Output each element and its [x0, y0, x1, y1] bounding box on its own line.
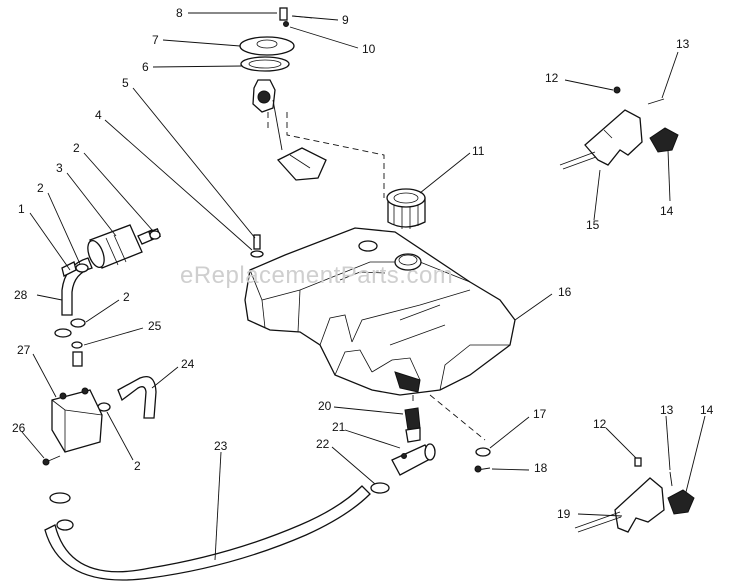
callout-16: 16: [558, 285, 572, 299]
callout-18: 18: [534, 461, 548, 475]
callout-2a: 2: [73, 141, 80, 155]
callout-17: 17: [533, 407, 547, 421]
callout-7: 7: [152, 33, 159, 47]
callout-21: 21: [332, 420, 346, 434]
callout-19: 19: [557, 507, 571, 521]
callout-2d: 2: [134, 459, 141, 473]
fitting: [71, 341, 83, 367]
callout-12a: 12: [545, 71, 559, 85]
callout-5: 5: [122, 76, 129, 90]
callout-26: 26: [12, 421, 26, 435]
callout-20: 20: [318, 399, 332, 413]
choke-control-upper: [559, 86, 679, 170]
screw-26: [42, 455, 61, 466]
callout-15: 15: [586, 218, 600, 232]
callout-1: 1: [18, 202, 25, 216]
callout-8: 8: [176, 6, 183, 20]
callout-14a: 14: [660, 204, 674, 218]
callout-25: 25: [148, 319, 162, 333]
callout-3: 3: [56, 161, 63, 175]
fuel-gauge-assembly: [239, 7, 327, 181]
choke-control-lower: [574, 457, 695, 533]
callout-23: 23: [214, 439, 228, 453]
hose-elbow: [117, 375, 157, 419]
callout-14b: 14: [700, 403, 714, 417]
callout-28: 28: [14, 288, 28, 302]
callout-2c: 2: [123, 290, 130, 304]
fuel-tank: [244, 227, 516, 396]
hose-clamps: [54, 230, 161, 412]
leader-lines: [21, 12, 706, 561]
fuel-line-long: [44, 485, 371, 581]
filler-cap: [386, 188, 426, 229]
callout-12b: 12: [593, 417, 607, 431]
callout-9: 9: [342, 13, 349, 27]
callout-2b: 2: [37, 181, 44, 195]
fuel-filter: [87, 224, 161, 269]
assembly-lines: [267, 112, 486, 441]
callout-22: 22: [316, 437, 330, 451]
fuel-pump: [51, 387, 103, 453]
tank-hardware: [250, 234, 491, 473]
callout-24: 24: [181, 357, 195, 371]
callout-11: 11: [472, 144, 485, 158]
callout-labels: 8 9 7 10 6 5 4 2 3 2 1 28 2 25 27 24 26 …: [12, 6, 714, 521]
callout-27: 27: [17, 343, 31, 357]
fuel-valve: [370, 407, 436, 494]
callout-13a: 13: [676, 37, 690, 51]
callout-4: 4: [95, 108, 102, 122]
callout-6: 6: [142, 60, 149, 74]
watermark: eReplacementParts.com: [180, 262, 454, 289]
callout-13b: 13: [660, 403, 674, 417]
callout-10: 10: [362, 42, 376, 56]
